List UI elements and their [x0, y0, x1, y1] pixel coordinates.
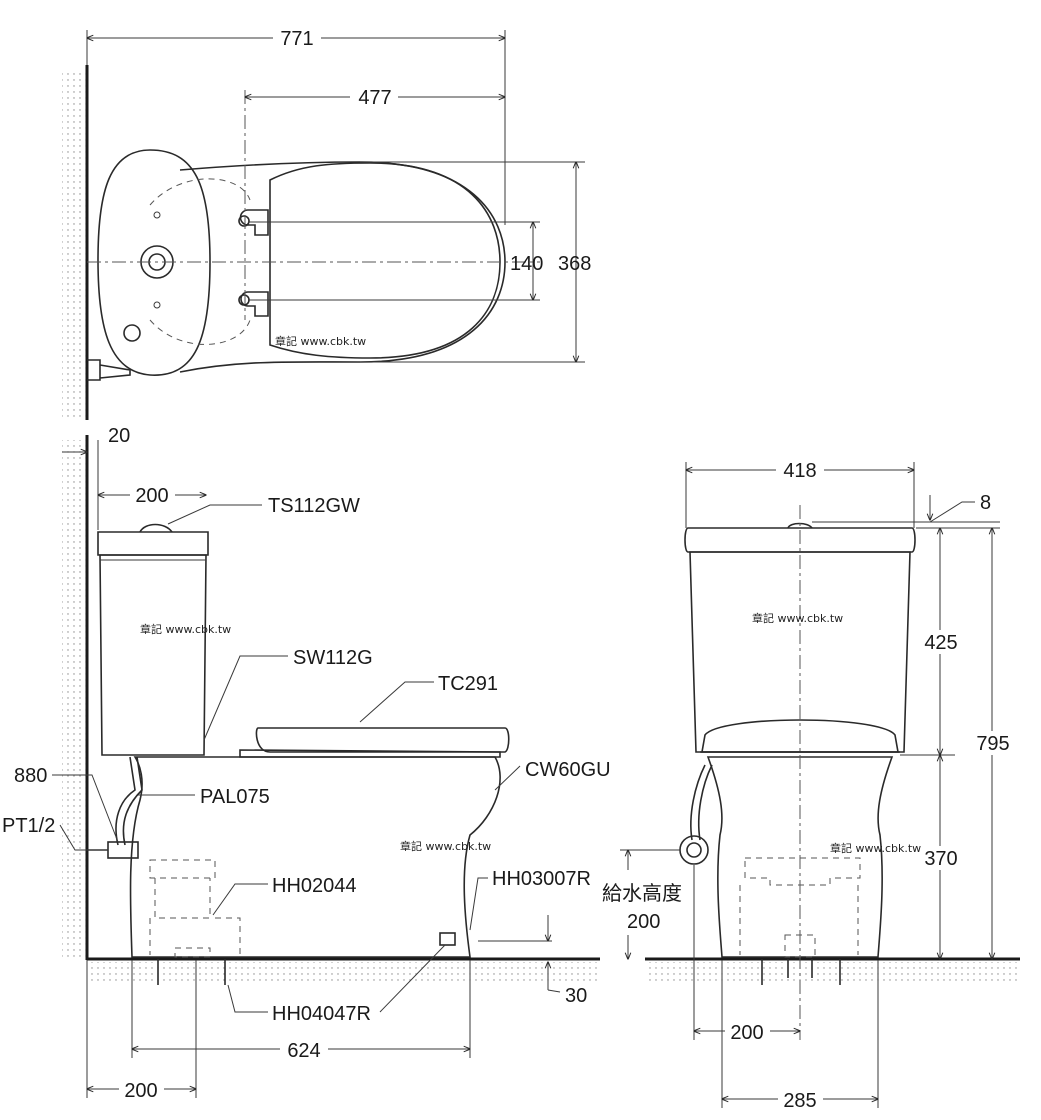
top-tank-outline [97, 149, 211, 376]
dim-30-leader [547, 989, 561, 993]
top-tank-inner-dash [149, 178, 251, 345]
top-supply-hole [123, 324, 141, 342]
dim-477-label: 477 [358, 87, 391, 109]
side-bolt-cap [439, 932, 456, 946]
front-tank-watermark: 章記 www.cbk.tw [752, 611, 843, 625]
leader-880 [52, 774, 119, 843]
front-floor-hatch [645, 962, 1020, 982]
label-ts112gw: TS112GW [268, 495, 360, 517]
label-880: 880 [14, 765, 47, 787]
top-watermark: 章記 www.cbk.tw [275, 334, 366, 348]
top-wall-hatch [62, 70, 86, 420]
dim-418-label: 418 [783, 460, 816, 482]
dim-368-label: 368 [558, 253, 591, 275]
dim-624-label: 624 [287, 1040, 320, 1062]
label-pal075: PAL075 [200, 786, 270, 808]
side-supply-valve [107, 841, 139, 859]
side-seat-lid [255, 727, 510, 753]
top-hinge-upper [239, 209, 269, 236]
side-wall-hatch [62, 440, 86, 960]
dim-30-label: 30 [565, 985, 587, 1007]
side-flange-base [174, 947, 211, 958]
side-bowl-watermark: 章記 www.cbk.tw [400, 839, 491, 853]
leader-cw60gu [494, 765, 521, 791]
top-seat-outline [269, 162, 501, 359]
top-bolt-hole-upper [153, 211, 161, 219]
side-lid-button [139, 523, 173, 533]
side-view: 20 200 TS112GW SW112G TC291 CW60GU PAL07… [2, 425, 611, 1102]
leader-ts112gw [167, 504, 262, 525]
front-bowl-outline [706, 756, 894, 958]
leader-hh03007r [469, 877, 488, 931]
leader-hh02044 [212, 883, 268, 916]
dim-front-200-label: 200 [730, 1022, 763, 1044]
dim-771-label: 771 [280, 28, 313, 50]
label-pt12: PT1/2 [2, 815, 55, 837]
front-tank-lid [684, 527, 916, 553]
front-floor-flange [739, 857, 861, 955]
label-hh03007r: HH03007R [492, 868, 591, 890]
label-hh04047r: HH04047R [272, 1003, 371, 1025]
front-lid-button [787, 522, 813, 529]
front-supply-valve-inner [686, 842, 702, 858]
side-bowl-outline [129, 756, 501, 958]
front-supply-valve-outer [679, 835, 709, 865]
dim-370-label: 370 [924, 848, 957, 870]
side-floor-flange [149, 859, 241, 955]
front-flange-base [784, 934, 816, 958]
label-cw60gu: CW60GU [525, 759, 611, 781]
dim-8-leader [929, 501, 975, 523]
side-tank-body [99, 554, 207, 756]
leader-tc291 [359, 681, 434, 723]
leader-pt12 [59, 824, 108, 851]
side-tank-watermark: 章記 www.cbk.tw [140, 622, 231, 636]
dim-8-label: 8 [980, 492, 991, 514]
dim-200-tank-label: 200 [135, 485, 168, 507]
front-tank-body [689, 551, 911, 753]
leader-hh04047r [227, 984, 268, 1013]
dim-285-label: 285 [783, 1090, 816, 1112]
top-view: 771 477 140 368 章記 www.cbk.tw [62, 26, 591, 420]
dim-795-label: 795 [976, 733, 1009, 755]
dim-140-label: 140 [510, 253, 543, 275]
top-hinge-lower [240, 291, 269, 317]
side-supply-hose-2 [122, 756, 143, 846]
label-sw112g: SW112G [293, 647, 373, 669]
front-supply-hose-2 [697, 764, 713, 841]
dim-200-floor-label: 200 [124, 1080, 157, 1102]
side-tank-lid [97, 531, 209, 556]
leader-sw112g [203, 655, 288, 741]
top-supply-fitting [87, 359, 131, 381]
front-supply-hose [690, 764, 706, 841]
label-supply-height: 給水高度 [602, 882, 682, 905]
front-view: 418 8 425 370 795 給水高度 200 200 285 章記 ww… [602, 458, 1020, 1112]
front-bowl-watermark: 章記 www.cbk.tw [830, 841, 921, 855]
leader-hh04047r-2 [379, 944, 446, 1013]
dim-20-label: 20 [108, 425, 130, 447]
label-tc291: TC291 [438, 673, 498, 695]
front-seat [701, 719, 899, 753]
dim-425-label: 425 [924, 632, 957, 654]
side-floor-hatch [87, 962, 600, 982]
top-bolt-hole-lower [153, 301, 161, 309]
label-hh02044: HH02044 [272, 875, 357, 897]
dim-supply-height-label: 200 [627, 911, 660, 933]
side-seat-ring [239, 749, 501, 758]
top-hinge-hole-upper [238, 215, 250, 227]
